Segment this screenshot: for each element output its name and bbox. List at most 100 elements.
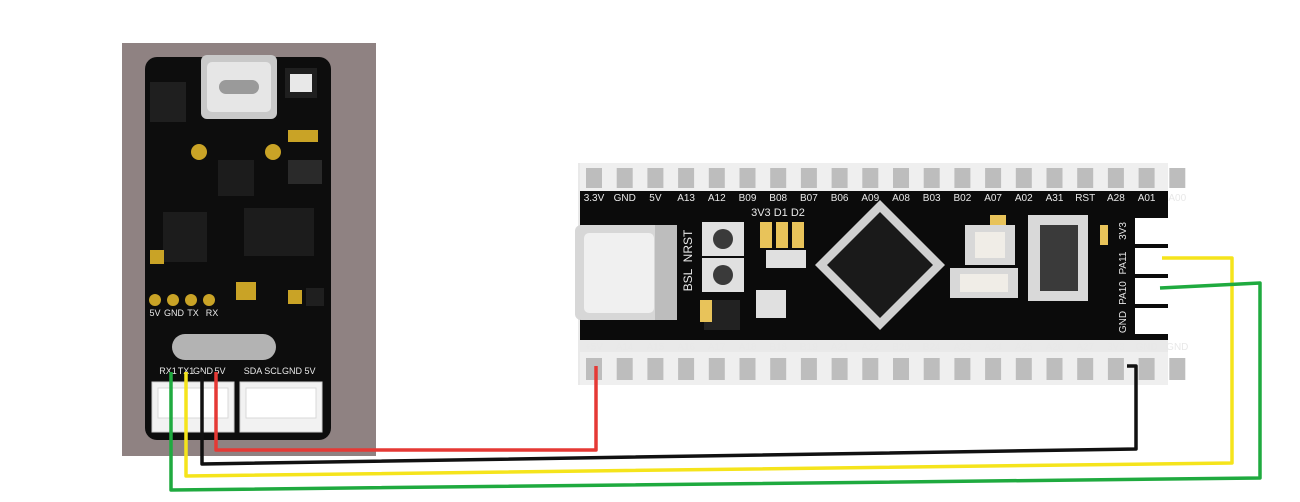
right-pin-pad [1135,248,1168,274]
header-pin [1107,358,1124,380]
header-pin [708,168,725,188]
top-pin-label: RST [1075,193,1095,204]
header-pin [1169,168,1186,188]
module-header-pads [149,294,215,306]
top-pin-label: GND [614,193,636,204]
module-connector-labels: RX1 TX1 GND 5V SDA SCL GND 5V [159,366,315,376]
nrst-button [702,222,744,256]
right-pin-label: GND [1118,311,1129,333]
top-pin-label: B02 [954,193,972,204]
header-pin [831,168,848,188]
header-pin [708,358,725,380]
right-pin-label: PA11 [1118,251,1129,274]
wire-gnd [200,364,1138,466]
header-pin [862,168,879,188]
connector-label: TX1 [178,366,195,376]
header-pin [616,358,633,380]
connector-label: 5V [304,366,315,376]
bottom-pin-label: A25 [1015,342,1033,353]
header-pin [831,358,848,380]
jst-connector-right [239,381,323,433]
right-pin-labels: 3V3 PA11 PA10 GND [1118,222,1129,333]
bsl-button [702,258,744,292]
board-usb-c-connector [575,225,677,320]
header-pin [647,358,664,380]
right-pin-label: PA10 [1118,281,1129,305]
header-pin [586,168,602,188]
top-pin-label: A28 [1107,193,1125,204]
bottom-pin-label: A15 [647,342,665,353]
header-pin [800,358,817,380]
bottom-pin-label: B24 [923,342,941,353]
top-pin-label: B03 [923,193,941,204]
bottom-pin-label: A16 [677,342,695,353]
header-pin [954,168,971,188]
top-header-pins [586,168,1186,188]
bsl-label: BSL [681,268,695,291]
top-pin-label: A07 [984,193,1002,204]
bottom-pin-label: A27 [1076,342,1094,353]
bottom-pin-label: A14 [616,342,634,353]
bottom-pin-label: A21 [831,342,849,353]
module-slot [172,334,276,360]
bottom-pin-label: A18 [739,342,757,353]
crystal-oscillators [950,225,1018,298]
header-pin [1077,358,1094,380]
mcu-chip [815,200,945,330]
header-pin [1107,168,1124,188]
top-pin-label: B06 [831,193,849,204]
header-pin [1046,168,1063,188]
right-pin-pad [1135,278,1168,304]
module-pin-label: TX [187,308,199,318]
header-pin [893,168,909,188]
header-pin [647,168,664,188]
bottom-pin-label: GND [1135,342,1157,353]
bottom-pin-label: +5V [585,342,603,353]
bottom-pin-label: GND [1166,342,1188,353]
module-pin-label: 5V [149,308,160,318]
bottom-pin-label: B20 [892,342,910,353]
connector-label: SDA [244,366,263,376]
header-pin [770,168,787,188]
header-pin [586,358,602,380]
top-pin-label: B07 [800,193,818,204]
header-pin [954,358,971,380]
header-pin [1015,358,1032,380]
top-pin-label: 5V [649,193,662,204]
top-pin-label: A31 [1046,193,1064,204]
top-pin-label: A01 [1138,193,1156,204]
connector-label: RX1 [159,366,177,376]
header-pin [1138,168,1155,188]
bottom-pin-label: B19 [800,342,818,353]
header-pin [862,358,879,380]
bottom-pin-label: A26 [1046,342,1064,353]
header-pin [739,358,756,380]
connector-label: SCL [264,366,282,376]
bottom-pin-label: A22 [861,342,879,353]
module-pin-label: RX [206,308,219,318]
bottom-pin-label: A23 [954,342,972,353]
right-pin-label: 3V3 [1118,222,1129,240]
board-passives [700,215,1112,330]
header-pin [678,168,695,188]
top-pin-label: A13 [677,193,695,204]
header-pin [985,358,1002,380]
bottom-pin-label: A17 [708,342,726,353]
nrst-label: NRST [681,229,695,262]
usb-uart-module: 5V GND TX RX RX1 TX1 GND 5V SDA SCL GND … [122,43,376,456]
bottom-header-pins [586,358,1186,380]
bottom-pin-label: 3V3 [1107,342,1125,353]
header-pin [739,168,756,188]
header-pin [678,358,695,380]
wires [169,256,1262,492]
jst-connector-left [151,381,235,433]
top-pin-label: A08 [892,193,910,204]
top-pin-label: A12 [708,193,726,204]
fpc-connector [1028,215,1088,301]
connector-label: GND [193,366,214,376]
bottom-pin-label: A24 [984,342,1002,353]
connector-label: 5V [214,366,225,376]
